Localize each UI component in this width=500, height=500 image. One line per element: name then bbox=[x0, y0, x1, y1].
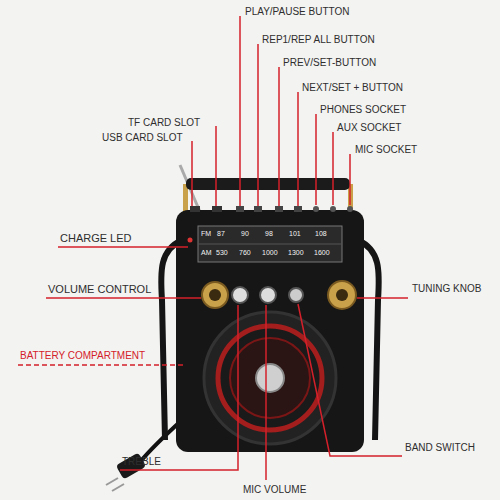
part-label: TREBLE bbox=[122, 456, 161, 467]
dial-number: 530 bbox=[216, 249, 228, 257]
dial-number: 98 bbox=[265, 230, 273, 238]
part-label: AUX SOCKET bbox=[337, 122, 401, 133]
part-label: TUNING KNOB bbox=[412, 283, 481, 294]
dial-number: 760 bbox=[239, 249, 251, 257]
dial-number: 1000 bbox=[262, 249, 278, 257]
dial-band: FM bbox=[201, 230, 211, 238]
dial-number: 90 bbox=[241, 230, 249, 238]
dial-number: 108 bbox=[315, 230, 327, 238]
part-label: BAND SWITCH bbox=[405, 442, 475, 453]
dial-number: 87 bbox=[217, 230, 225, 238]
part-label: REP1/REP ALL BUTTON bbox=[262, 34, 375, 45]
part-label: USB CARD SLOT bbox=[102, 132, 183, 143]
part-label: PLAY/PAUSE BUTTON bbox=[245, 6, 349, 17]
part-label: MIC VOLUME bbox=[243, 484, 306, 495]
part-label: MIC SOCKET bbox=[355, 144, 417, 155]
part-label: BATTERY COMPARTMENT bbox=[20, 350, 145, 361]
part-label: VOLUME CONTROL bbox=[48, 283, 151, 295]
dial-number: 101 bbox=[289, 230, 301, 238]
part-label: TF CARD SLOT bbox=[128, 117, 200, 128]
dial-number: 1300 bbox=[288, 249, 304, 257]
part-label: CHARGE LED bbox=[60, 232, 132, 244]
dial-band: AM bbox=[201, 249, 212, 257]
part-label: PHONES SOCKET bbox=[320, 104, 406, 115]
part-label: PREV/SET-BUTTON bbox=[283, 57, 376, 68]
part-label: NEXT/SET + BUTTON bbox=[302, 82, 403, 93]
dial-number: 1600 bbox=[314, 249, 330, 257]
